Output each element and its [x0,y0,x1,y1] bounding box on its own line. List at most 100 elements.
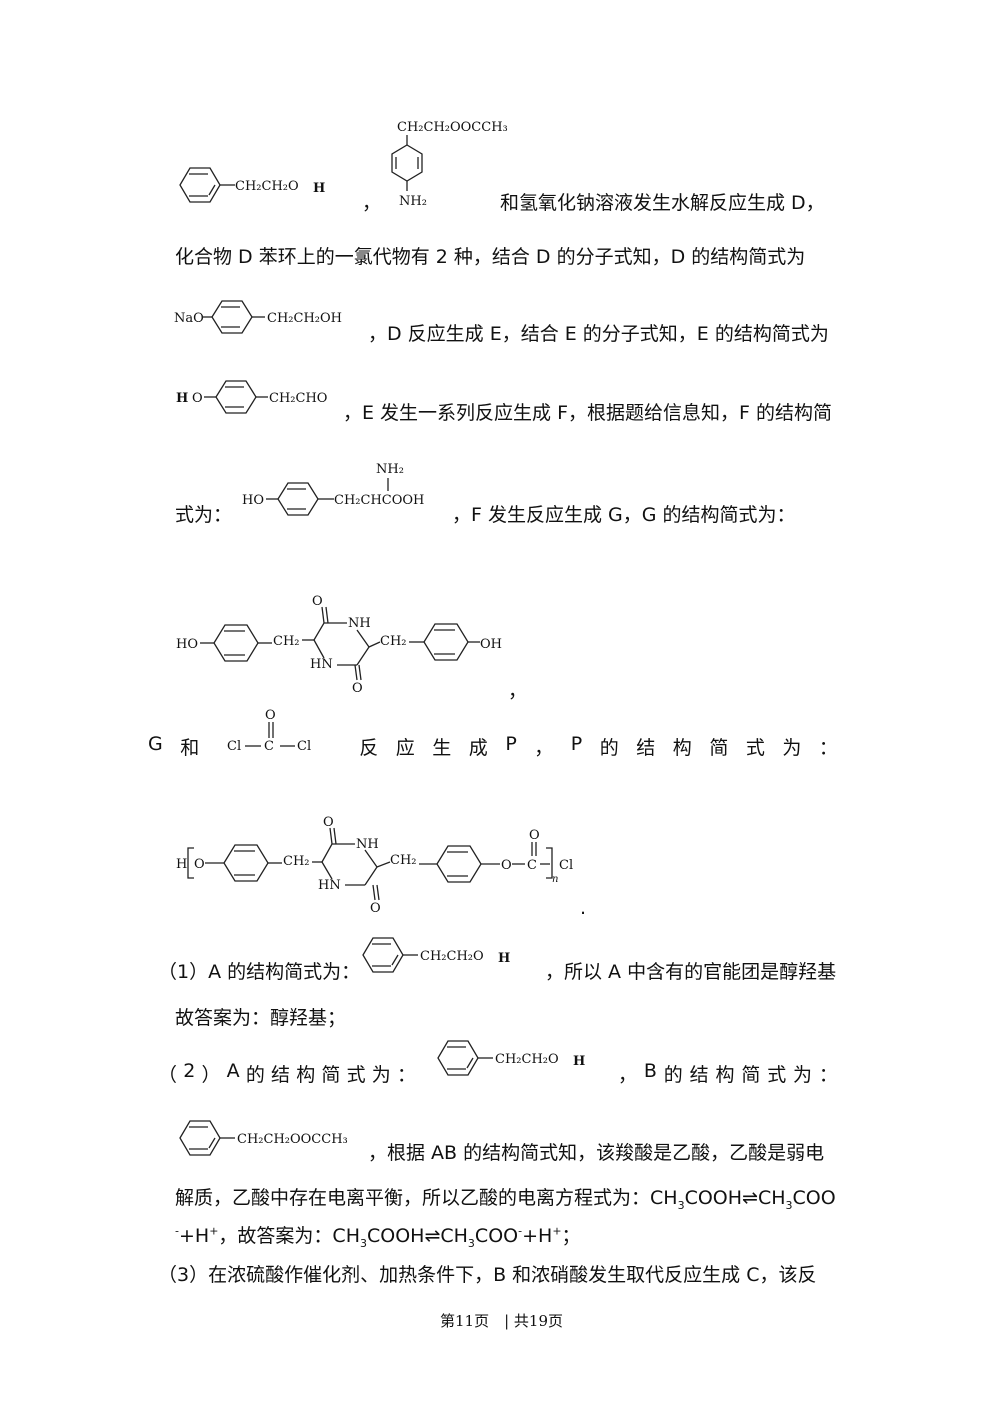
q1-pre: （1）A 的结构简式为： [158,961,361,983]
ester-chain-label: CH₂CH₂OOCCH₃ [237,1132,348,1147]
word: 应 [395,737,415,759]
ho-label: HO [242,493,264,508]
line-D2: 化合物 D 苯环上的一氯代物有 2 种，结合 D 的分子式知，D 的结构简式为 [175,246,806,268]
word: ， [534,737,554,759]
text-seg: COO [474,1225,519,1247]
text-seg: COOH⇌CH [684,1187,786,1209]
q2-line1: （ 2 ） A 的 结 构 简 式 为 ： [158,1060,416,1087]
structure-F-tyrosine: NH₂ HO CH₂CHCOOH [242,462,424,516]
superscript: - [518,1224,523,1238]
chain-label: CH₂CH₂O [495,1052,559,1067]
subscript: 3 [785,1198,793,1212]
text-seg: COOH⇌CH [366,1225,468,1247]
nh2-label: NH₂ [376,462,404,477]
word: 结 [689,1064,709,1086]
nh-label: NH [356,837,379,852]
word: 式 [767,1064,787,1086]
q2-line2: ，根据 AB 的结构简式知，该羧酸是乙酸，乙酸是弱电 [368,1142,825,1164]
structure-A-q1: CH₂CH₂O H [362,937,510,973]
q1-answer: 故答案为：醇羟基； [175,1007,347,1029]
word: 式 [346,1064,366,1086]
superscript: + [209,1224,219,1238]
c-label: C [264,739,274,754]
h-label: H [313,181,325,196]
word: ： [396,1064,416,1086]
nh2-label: NH₂ [399,194,427,209]
structure-A-phenylethanol: CH₂CH₂O H [179,167,325,203]
o-bottom-label: O [370,901,381,916]
structure-B-para-amino: CH₂CH₂OOCCH₃ NH₂ [391,120,508,209]
word: 反 [359,737,379,759]
text-seg: ，故答案为：CH [218,1225,360,1247]
line-P: G 和 反 应 生 成 P ， P 的 结 构 简 式 为 ： [148,733,838,760]
ch2-right-label: CH₂ [390,853,417,868]
structure-phosgene: Cl C O Cl [227,708,311,754]
ho-label: HO [176,637,198,652]
h-label: H [573,1054,585,1069]
word: 结 [636,737,656,759]
line-E: ，D 反应生成 E，结合 E 的分子式知，E 的结构简式为 [368,323,829,345]
chain-label: CH₂CH₂O [420,949,484,964]
o-bottom-label: O [352,681,363,696]
structure-P-polymer: H O CH₂ O NH HN O CH₂ O C O n Cl [176,815,573,916]
q2-line1b: ， B 的 结 构 简 式 为 ： [618,1060,838,1087]
line-F2-post: ，F 发生反应生成 G，G 的结构简式为： [452,504,796,526]
word: 构 [715,1064,735,1086]
word: 的 [663,1064,683,1086]
c-label: C [527,858,537,873]
word: 简 [321,1064,341,1086]
h-end-label: H [176,857,187,872]
subscript: 3 [677,1198,685,1212]
word: 生 [432,737,452,759]
o-top-label: O [323,815,334,830]
word: ） [201,1064,221,1086]
comma-G: ， [508,680,528,702]
structure-B-q2: CH₂CH₂OOCCH₃ [179,1120,348,1156]
ch2-left-label: CH₂ [283,854,310,869]
word: A [226,1060,240,1082]
cl-right-label: Cl [297,739,311,754]
ch2-right-label: CH₂ [380,634,407,649]
word: ， [618,1064,638,1086]
structure-G-diketopiperazine: HO CH₂ O NH HN O CH₂ OH [176,594,502,696]
q2-line4: -+H+，故答案为：CH3COOH⇌CH3COO-+H+； [175,1221,581,1250]
word: （ [158,1064,178,1086]
o-label: O [192,391,203,406]
word: 为 [371,1064,391,1086]
word: 式 [745,737,765,759]
word: P [570,733,583,755]
text-seg: 解质，乙酸中存在电离平衡，所以乙酸的电离方程式为：CH [175,1187,678,1209]
o-top-label: O [312,594,323,609]
text-seg: +H [178,1225,210,1247]
h-label: H [176,391,188,406]
text-seg: COO [792,1187,836,1209]
o-label: O [265,708,276,723]
page-footer: 第11页 | 共19页 [440,1312,563,1330]
ch2-left-label: CH₂ [273,634,300,649]
word: ： [818,737,838,759]
subscript: 3 [359,1236,367,1250]
cl-left-label: Cl [227,739,241,754]
word: ： [818,1064,838,1086]
word: 和 [180,737,200,759]
n-subscript: n [552,874,558,885]
ester-label: CH₂CH₂OOCCH₃ [397,120,508,135]
word: 成 [468,737,488,759]
word: 为 [793,1064,813,1086]
word: B [643,1060,657,1082]
word: 简 [709,737,729,759]
line-D1: 和氢氧化钠溶液发生水解反应生成 D， [500,192,825,214]
subscript: 3 [467,1236,475,1250]
q3-line: （3）在浓硫酸作催化剂、加热条件下，B 和浓硝酸发生取代反应生成 C，该反 [158,1264,817,1286]
nao-label: NaO [174,311,204,326]
text-seg: +H [522,1225,553,1247]
line-F2-pre: 式为： [175,504,233,526]
structure-A-q2: CH₂CH₂O H [437,1040,585,1076]
nh-label: NH [348,616,371,631]
e-chain-label: CH₂CHO [269,391,327,406]
d-chain-label: CH₂CH₂OH [267,311,342,326]
word: 构 [672,737,692,759]
cl-end-label: Cl [559,858,573,873]
word: 的 [599,737,619,759]
word: 结 [271,1064,291,1086]
